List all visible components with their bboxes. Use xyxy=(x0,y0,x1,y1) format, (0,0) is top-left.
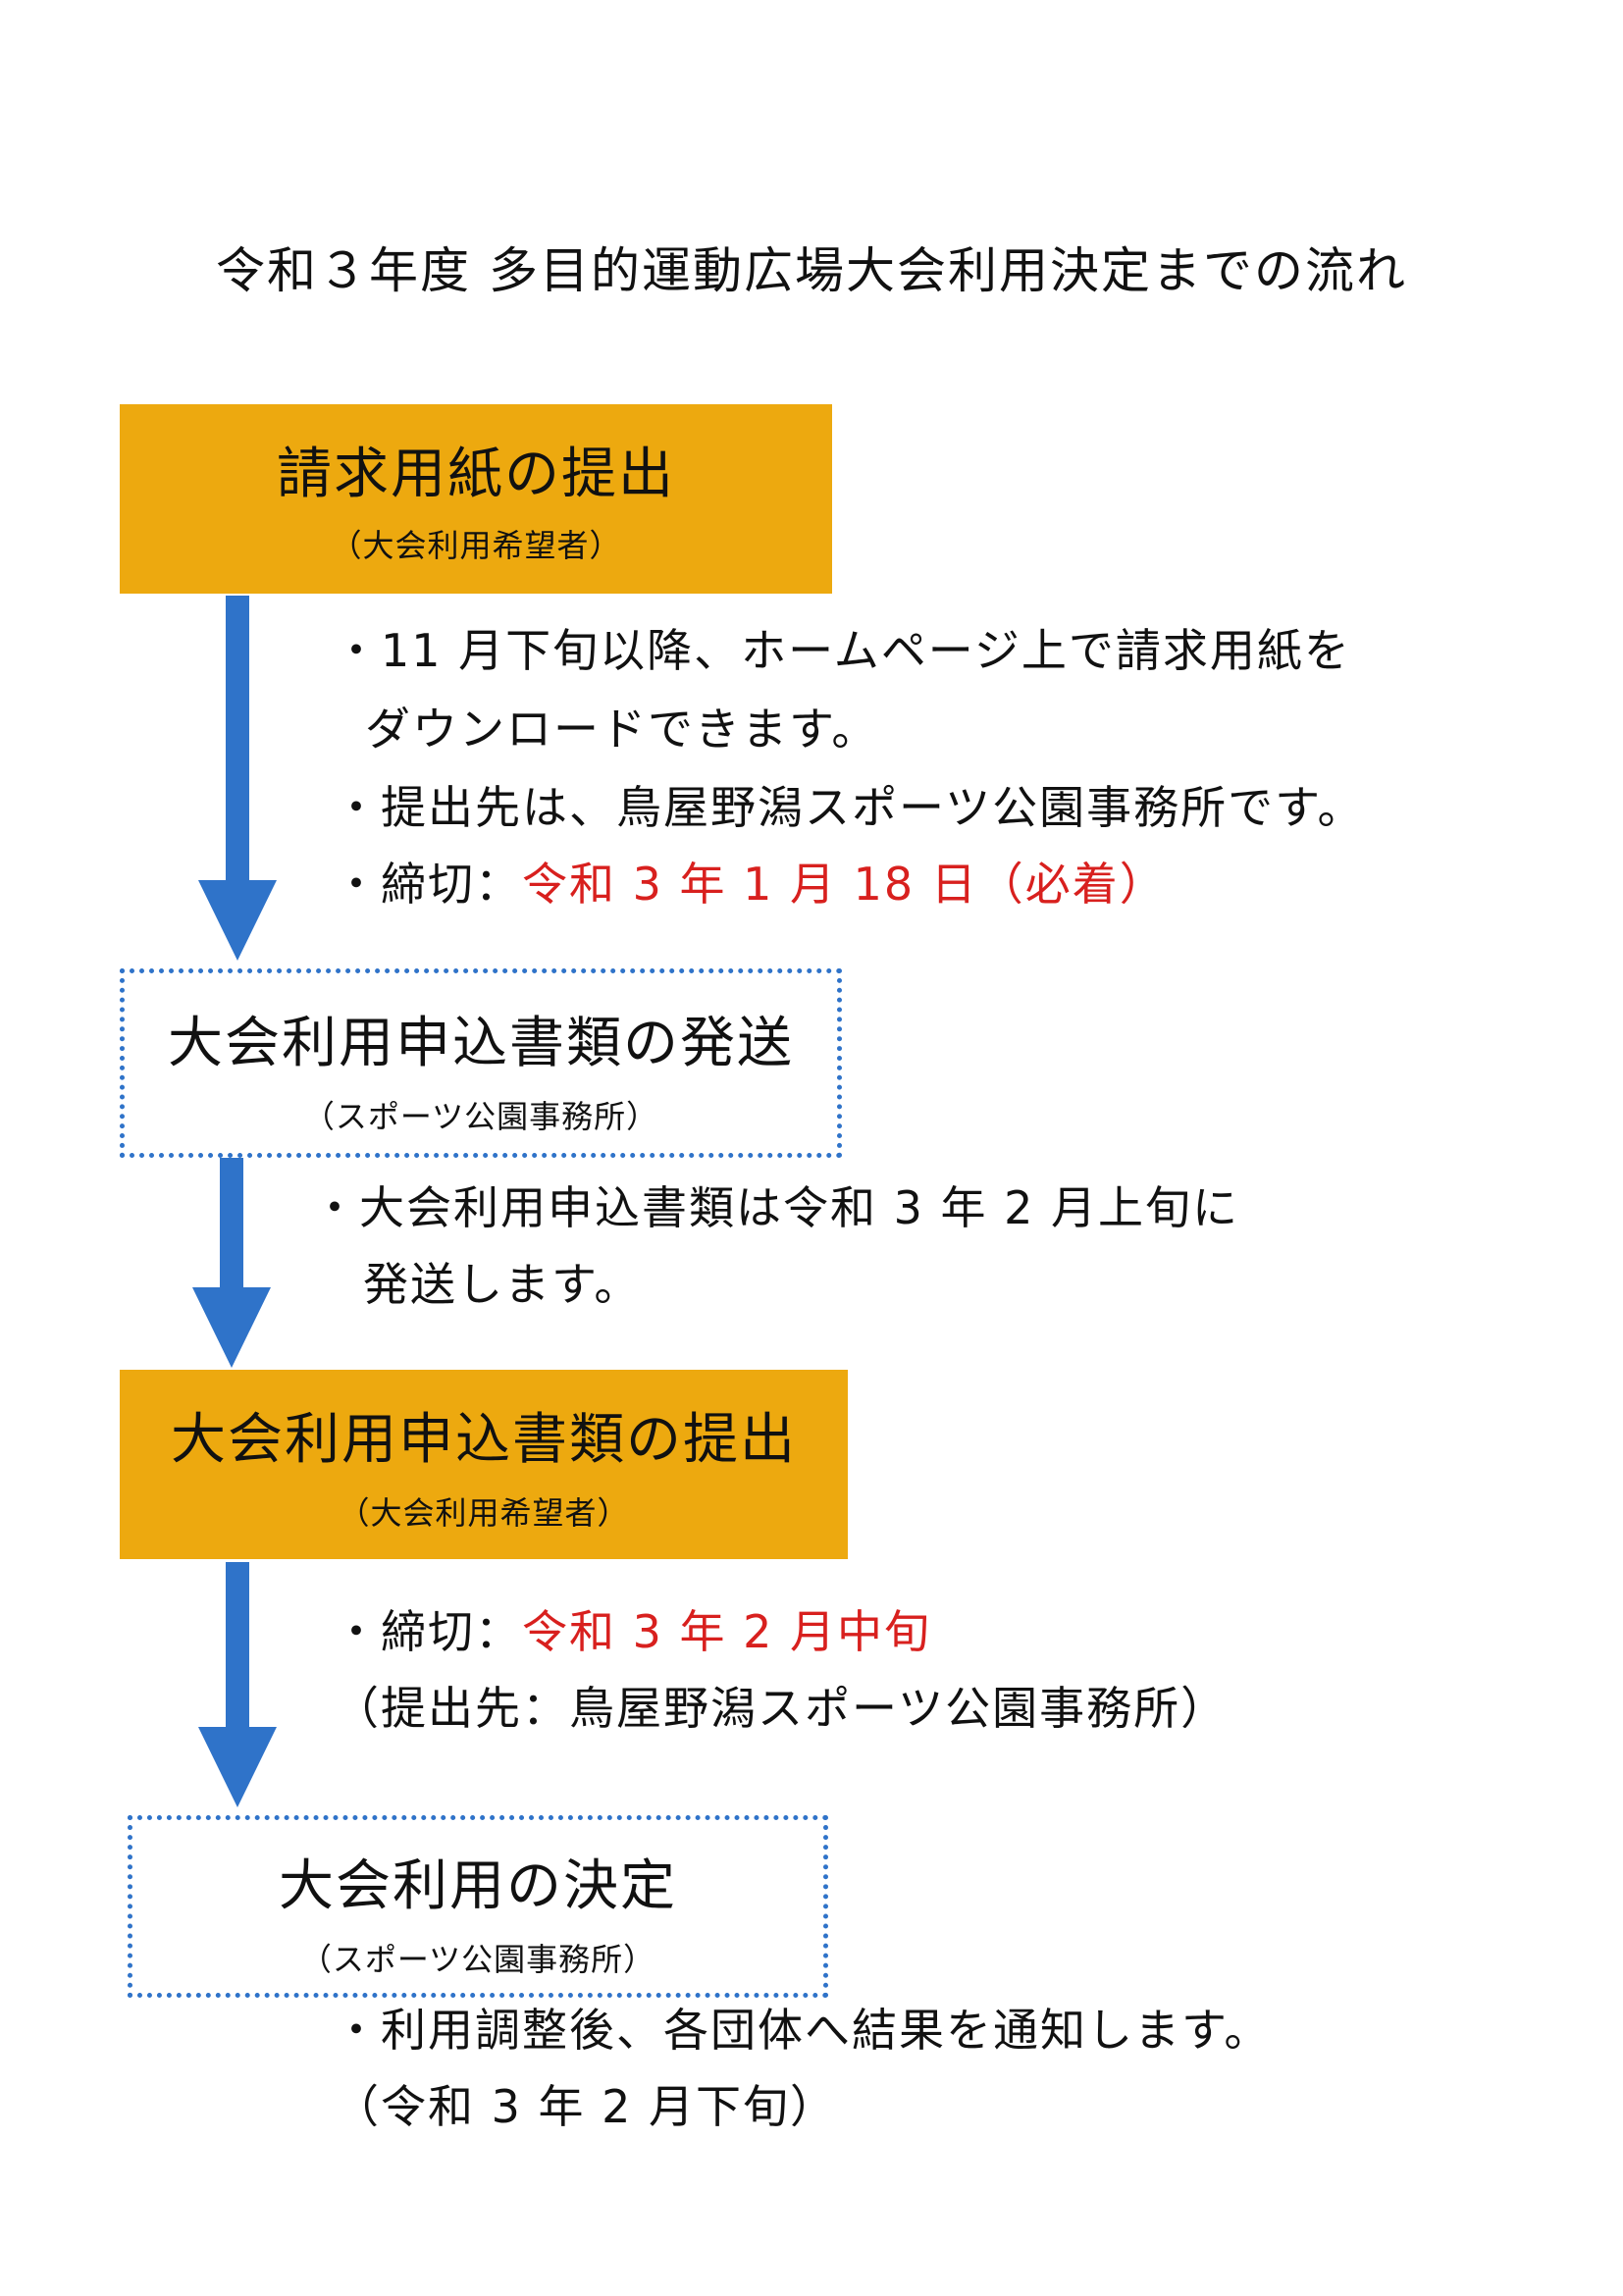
step-box-application-documents-submission: 大会利用申込書類の提出 （大会利用希望者） xyxy=(120,1370,848,1559)
page-title: 令和３年度 多目的運動広場大会利用決定までの流れ xyxy=(216,242,1407,299)
step-actor: （大会利用希望者） xyxy=(330,527,622,564)
note-line: 発送します。 xyxy=(363,1258,642,1311)
note-line: ・大会利用申込書類は令和 3 年 2 月上旬に xyxy=(312,1181,1240,1234)
note-line: ダウンロードできます。 xyxy=(365,703,879,756)
note-line: ・11 月下旬以降、ホームページ上で請求用紙を xyxy=(334,624,1351,677)
deadline-value: 令和 3 年 2 月中旬 xyxy=(522,1605,932,1658)
deadline-line: ・締切：令和 3 年 2 月中旬 xyxy=(334,1609,931,1654)
down-arrow-icon xyxy=(198,596,277,961)
deadline-label: ・締切： xyxy=(334,1605,522,1658)
step-box-request-form-submission: 請求用紙の提出 （大会利用希望者） xyxy=(120,404,832,594)
down-arrow-icon xyxy=(198,1562,277,1807)
step-actor: （スポーツ公園事務所） xyxy=(299,1941,656,1978)
down-arrow-icon xyxy=(192,1158,271,1368)
step-title: 大会利用申込書類の提出 xyxy=(171,1408,797,1472)
step-title: 大会利用の決定 xyxy=(279,1854,677,1918)
deadline-label: ・締切： xyxy=(334,858,522,911)
note-line: （令和 3 年 2 月下旬） xyxy=(334,2080,838,2133)
step-box-application-documents-dispatch: 大会利用申込書類の発送 （スポーツ公園事務所） xyxy=(120,968,842,1158)
deadline-value: 令和 3 年 1 月 18 日（必着） xyxy=(522,858,1167,911)
step-title: 大会利用申込書類の発送 xyxy=(168,1012,794,1075)
step-actor: （スポーツ公園事務所） xyxy=(302,1098,659,1135)
step-title: 請求用紙の提出 xyxy=(277,443,675,506)
step-box-usage-decision: 大会利用の決定 （スポーツ公園事務所） xyxy=(128,1815,828,1998)
note-line: ・利用調整後、各団体へ結果を通知します。 xyxy=(334,2004,1272,2057)
deadline-line: ・締切：令和 3 年 1 月 18 日（必着） xyxy=(334,861,1167,907)
note-line: ・提出先は、鳥屋野潟スポーツ公園事務所です。 xyxy=(334,781,1365,834)
step-actor: （大会利用希望者） xyxy=(338,1494,630,1532)
note-line: （提出先：鳥屋野潟スポーツ公園事務所） xyxy=(334,1682,1229,1735)
